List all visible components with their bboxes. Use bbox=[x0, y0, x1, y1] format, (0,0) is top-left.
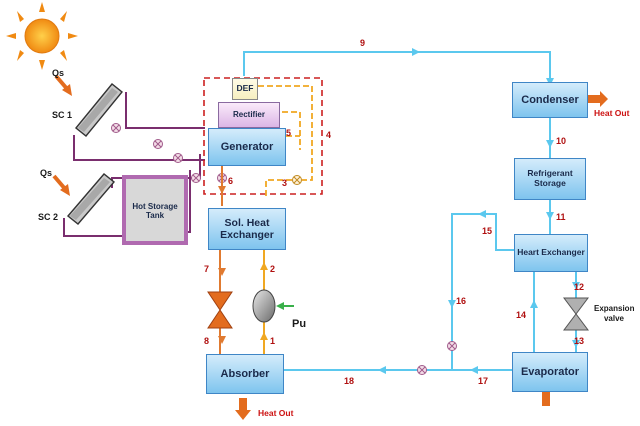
stream-10: 10 bbox=[556, 136, 567, 146]
absorber-heat-out-arrow bbox=[235, 398, 251, 420]
qs1-label: Qs bbox=[52, 68, 65, 78]
stream-13: 13 bbox=[574, 336, 585, 346]
absorber-box: Absorber bbox=[206, 354, 284, 394]
rectifier-loop-lines bbox=[258, 85, 313, 198]
expansion-valve-icon bbox=[563, 297, 589, 331]
hot-storage-tank-label: Hot Storage Tank bbox=[132, 201, 178, 220]
stream-3: 3 bbox=[282, 178, 288, 188]
stream-17: 17 bbox=[478, 376, 489, 386]
stream-1: 1 bbox=[270, 336, 276, 346]
solar-collector-2 bbox=[66, 173, 116, 225]
expansion-valve-label: Expansion valve bbox=[594, 304, 635, 323]
generator-boundary bbox=[203, 77, 323, 195]
stream-8: 8 bbox=[204, 336, 210, 346]
pump-icon bbox=[252, 289, 294, 323]
hot-storage-tank bbox=[122, 175, 188, 245]
stream-12: 12 bbox=[574, 282, 585, 292]
heart-exchanger-box: Heart Exchanger bbox=[514, 234, 588, 272]
stream-5: 5 bbox=[286, 128, 292, 138]
solar-heat-arrow-2 bbox=[52, 174, 70, 196]
stream-16: 16 bbox=[456, 296, 467, 306]
stream-7: 7 bbox=[204, 264, 210, 274]
refrigerant-storage-box: Refrigerant Storage bbox=[514, 158, 586, 200]
pump-label: Pu bbox=[292, 318, 307, 330]
stream-18: 18 bbox=[344, 376, 355, 386]
sol-heat-exchanger-box: Sol. Heat Exchanger bbox=[208, 208, 286, 250]
stream-6: 6 bbox=[228, 176, 234, 186]
condenser-heat-out-arrow bbox=[588, 91, 608, 107]
refrigerant-valves bbox=[417, 341, 457, 375]
stream-2: 2 bbox=[270, 264, 276, 274]
stream-9: 9 bbox=[360, 38, 366, 48]
rectifier-box: Rectifier bbox=[218, 102, 280, 128]
qs2-label: Qs bbox=[40, 168, 53, 178]
generator-box: Generator bbox=[208, 128, 286, 166]
def-box: DEF bbox=[232, 78, 258, 100]
solution-arrows bbox=[218, 186, 268, 344]
solar-collector-1 bbox=[75, 83, 123, 137]
sun-icon bbox=[6, 2, 78, 70]
absorber-heat-out-label: Heat Out bbox=[258, 408, 294, 418]
solar-heat-arrow-1 bbox=[54, 74, 72, 96]
condenser-heat-out-label: Heat Out bbox=[594, 108, 630, 118]
stream-15: 15 bbox=[482, 226, 493, 236]
stream-4: 4 bbox=[326, 130, 332, 140]
sc1-label: SC 1 bbox=[52, 110, 73, 120]
stream-14: 14 bbox=[516, 310, 527, 320]
solution-expansion-valve bbox=[207, 291, 233, 329]
condenser-box: Condenser bbox=[512, 82, 588, 118]
sc2-label: SC 2 bbox=[38, 212, 59, 222]
evaporator-box: Evaporator bbox=[512, 352, 588, 392]
stream-11: 11 bbox=[556, 212, 566, 222]
